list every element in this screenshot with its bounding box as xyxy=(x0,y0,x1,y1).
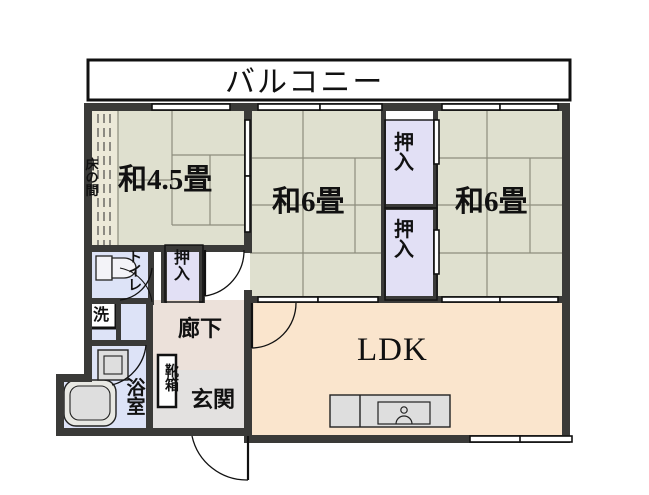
fusuma-6a-to-ldk-right xyxy=(317,296,379,303)
fill-closet-upper-right xyxy=(385,120,437,208)
fusuma-45-to-6a-lower xyxy=(244,175,251,233)
door-arc-toilet xyxy=(119,267,153,301)
window-washitsu-6a-right xyxy=(319,103,383,111)
window-ldk-left xyxy=(469,435,523,443)
window-washitsu-6b-left xyxy=(441,103,501,111)
tokonoma-hatching xyxy=(97,114,111,246)
fusuma-45-to-6a-upper xyxy=(244,119,251,177)
door-arc-genkan xyxy=(191,435,249,481)
swing-doors xyxy=(111,249,297,481)
fixtures xyxy=(63,255,451,434)
door-arc-washbasin xyxy=(119,267,153,303)
fill-closet-lower-right xyxy=(385,208,437,300)
fill-tokonoma xyxy=(92,110,118,250)
door-arc-ldk xyxy=(251,302,297,349)
sink-drain-icon xyxy=(400,406,408,414)
washing-machine-space xyxy=(88,300,118,330)
fusuma-6a-to-6b-lower xyxy=(433,229,440,275)
room-fills xyxy=(62,110,568,435)
window-washitsu-6b-right xyxy=(499,103,559,111)
fusuma-6a-to-6b-upper xyxy=(433,119,440,165)
toilet-tank xyxy=(95,255,113,281)
fusuma-6a-to-ldk-left xyxy=(257,296,319,303)
toilet-bowl xyxy=(111,257,137,279)
sink-faucet-icon xyxy=(395,415,413,425)
tatami-seams xyxy=(117,110,568,300)
door-arc-bathroom xyxy=(111,344,147,386)
fill-closet-hall xyxy=(165,245,203,300)
window-washitsu-6a-left xyxy=(257,103,321,111)
vanity-basin xyxy=(103,355,123,375)
fusuma-6b-to-ldk-right xyxy=(499,296,559,303)
window-ldk-right xyxy=(519,435,573,443)
shoe-box xyxy=(156,353,178,409)
balcony-region xyxy=(86,58,572,102)
door-arc-washitsu45 xyxy=(204,249,245,297)
window-washitsu-4-5 xyxy=(151,103,231,111)
sliding-windows xyxy=(151,103,573,443)
fusuma-6b-to-ldk-left xyxy=(441,296,501,303)
bathtub-inner xyxy=(69,385,111,421)
